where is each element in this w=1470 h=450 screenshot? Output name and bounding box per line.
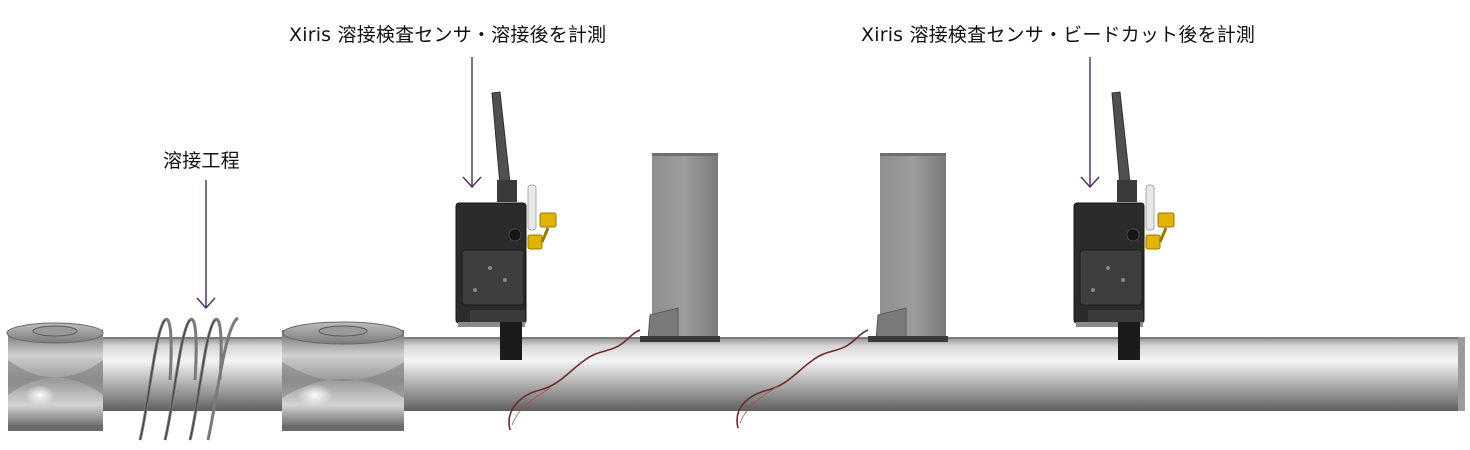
arrow-sensor-2 bbox=[1080, 57, 1100, 189]
arrow-welding-process bbox=[196, 180, 216, 310]
steel-strip-coil bbox=[138, 316, 240, 441]
weld-inspection-sensor-1 bbox=[455, 91, 557, 360]
forming-roller-left bbox=[6, 322, 104, 431]
welding-process-label: 溶接工程 bbox=[163, 150, 240, 172]
arrow-sensor-1 bbox=[462, 57, 482, 189]
bead-cutter-2 bbox=[868, 153, 948, 342]
weld-inspection-sensor-2 bbox=[1073, 91, 1175, 360]
pipe bbox=[20, 337, 1465, 411]
weld-seam-2 bbox=[736, 329, 869, 429]
forming-roller-mid bbox=[282, 321, 404, 431]
sensor-after-bead-cut-label: Xiris 溶接検査センサ・ビードカット後を計測 bbox=[861, 24, 1256, 46]
bead-cutter-1 bbox=[640, 153, 720, 342]
sensor-after-weld-label: Xiris 溶接検査センサ・溶接後を計測 bbox=[289, 24, 607, 46]
weld-seam-1 bbox=[508, 329, 641, 431]
